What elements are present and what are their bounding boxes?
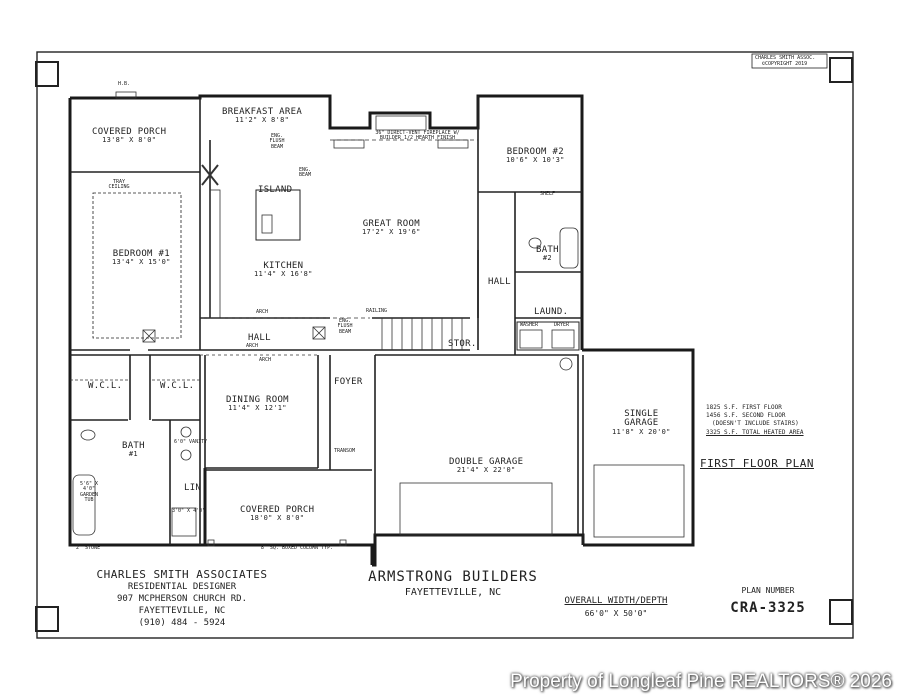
- designer-name: CHARLES SMITH ASSOCIATES: [96, 568, 268, 581]
- room-bath-1: BATH#1: [122, 441, 145, 459]
- copyright-box: [751, 53, 828, 69]
- note-eng-flush-beam-3: ENG. FLUSH BEAM: [337, 318, 353, 335]
- note-dryer: DRYER: [554, 322, 570, 328]
- overall-value: 66'0" X 50'0": [584, 609, 648, 618]
- note-vanity: 6'0" VANITY: [174, 439, 208, 445]
- note-arch-3: ARCH: [259, 357, 272, 363]
- area-second-floor: 1456 S.F. SECOND FLOOR: [706, 412, 786, 419]
- room-hall-right: HALL: [488, 277, 511, 287]
- room-wcl-left: W.C.L.: [88, 381, 123, 391]
- corner-mark-tr: [829, 57, 853, 83]
- tray-ceiling-label: TRAY CEILING: [108, 179, 130, 191]
- room-island: ISLAND: [258, 185, 293, 195]
- room-bath-2: BATH#2: [536, 245, 559, 263]
- area-second-note: (DOESN'T INCLUDE STAIRS): [712, 420, 799, 427]
- note-eng-flush-beam-1: ENG. FLUSH BEAM: [269, 133, 285, 150]
- area-first-floor: 1825 S.F. FIRST FLOOR: [706, 404, 782, 411]
- builder-city: FAYETTEVILLE, NC: [404, 587, 502, 598]
- note-fireplace: 36" DIRECT-VENT FIREPLACE W/ BUILDER 1/2…: [375, 130, 460, 142]
- room-laundry: LAUND.: [534, 307, 569, 317]
- designer-phone: (910) 484 - 5924: [138, 618, 226, 628]
- sheet-border: [36, 51, 854, 639]
- interior-walls: [70, 96, 584, 545]
- plan-number-label: PLAN NUMBER: [741, 586, 795, 595]
- note-arch-2: ARCH: [246, 343, 259, 349]
- note-column: 8" SQ. BOXED COLUMN TYP.: [260, 545, 334, 551]
- designer-role: RESIDENTIAL DESIGNER: [127, 582, 237, 592]
- note-railing: RAILING: [366, 308, 388, 314]
- designer-city: FAYETTEVILLE, NC: [138, 606, 226, 616]
- note-arch-1: ARCH: [256, 309, 269, 315]
- designer-address: 907 MCPHERSON CHURCH RD.: [116, 594, 248, 604]
- fixtures: [70, 91, 685, 547]
- watermark: Property of Longleaf Pine REALTORS® 2026: [510, 671, 892, 692]
- note-hb: H.B.: [118, 81, 131, 87]
- corner-mark-br: [829, 599, 853, 625]
- overall-label: OVERALL WIDTH/DEPTH: [564, 596, 668, 606]
- note-shower: 3'0" X 4'0": [172, 508, 206, 514]
- note-washer: WASHER: [520, 322, 539, 328]
- builder-name: ARMSTRONG BUILDERS: [368, 569, 538, 585]
- note-transom: TRANSOM: [334, 448, 356, 454]
- room-wcl-right: W.C.L.: [160, 381, 195, 391]
- copyright-line1: CHARLES SMITH ASSOC.: [755, 55, 816, 61]
- note-garden-tub: 5'6" X 4'0" GARDEN TUB: [79, 481, 99, 503]
- plan-title: FIRST FLOOR PLAN: [700, 457, 814, 470]
- area-total: 3325 S.F. TOTAL HEATED AREA: [706, 429, 804, 436]
- room-foyer: FOYER: [334, 377, 363, 387]
- plan-number: CRA-3325: [730, 600, 806, 616]
- note-eng-beam-2: ENG. BEAM: [298, 167, 312, 179]
- room-hall-center: HALL: [248, 333, 271, 343]
- copyright-line2: ©COPYRIGHT 2019: [762, 61, 808, 67]
- corner-mark-bl: [35, 606, 59, 632]
- note-shelf: SHELF: [540, 191, 556, 197]
- exterior-walls: [68, 94, 695, 567]
- room-linen: LIN: [184, 483, 202, 493]
- corner-mark-tl: [35, 61, 59, 87]
- note-stone: 2' STONE: [76, 545, 101, 551]
- room-storage: STOR.: [448, 339, 477, 349]
